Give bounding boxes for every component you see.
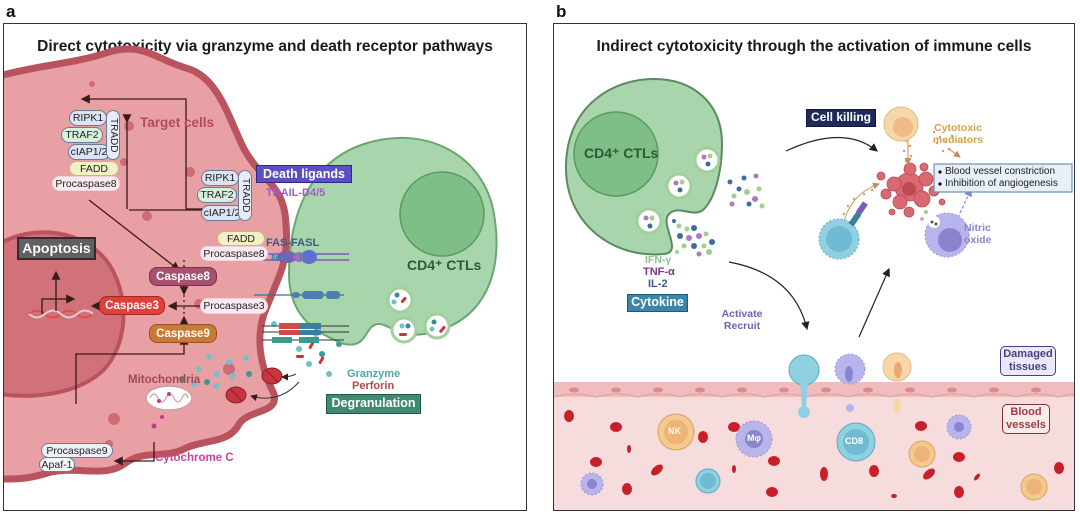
tnf-label: TNF-α [643,266,675,278]
target-cells-label: Target cells [140,115,215,130]
nk-label: NK [668,426,681,436]
endothelial-cells [569,387,1041,393]
cd8-cell-killing [818,201,868,260]
apoptosis-label: Apoptosis [17,237,96,260]
blood-text: Blood [1010,406,1042,418]
tradd-mid: TRADD [238,170,252,221]
panel-b-illustration [554,77,1074,510]
ripk1-top: RIPK1 [69,110,107,126]
fadd-top: FADD [69,161,119,176]
red-blood-cells [564,410,1064,498]
blood-vessel [554,382,1074,510]
cytotoxic-label: Cytotoxic [934,122,982,134]
perforin-pore-icon [225,367,283,404]
panel-b-letter: b [556,2,567,21]
cell-killing-label: Cell killing [806,109,876,127]
tissues-text: tissues [1009,361,1047,373]
cd4-ctls-label-b: CD4⁺ CTLs [584,145,659,161]
death-ligands-label: Death ligands [256,165,352,183]
traf2-top: TRAF2 [61,127,103,143]
blood-vessels-label: Blood vessels [1002,404,1050,434]
fas-fasl-icon [254,291,344,299]
fadd-mid: FADD [217,231,265,246]
cd4-ctls-label-a: CD4⁺ CTLs [407,257,482,273]
effects-box [933,163,1073,193]
trail-receptor-icon [254,250,349,264]
panel-b-title: Indirect cytotoxicity through the activa… [596,38,1032,55]
ciap-mid: cIAP1/2 [201,205,243,221]
mhc-ii-label: MHC II [271,252,306,264]
granule-vesicles [386,286,451,344]
cytokine-vesicles [635,146,721,235]
nk-cell-vessel [657,413,695,451]
extravasating-cd8 [788,354,820,418]
mhc-ii-icon [262,323,349,343]
tradd-top: TRADD [106,110,120,160]
effect-item-1: Inhibition of angiogenesis [945,178,1058,189]
macrophage-cell-killing [920,210,970,258]
caspase3-node: Caspase3 [99,296,165,315]
panel-a: Direct cytotoxicity via granzyme and dea… [3,23,527,511]
panel-a-letter: a [6,2,16,21]
vessels-text: vessels [1006,419,1046,431]
cd4-ctl-nucleus-b [573,111,659,197]
macrophage-label: Mφ [747,433,761,443]
activate-label: Activate [721,308,763,320]
extravasating-nk [882,352,912,414]
extravasating-macrophage [834,353,866,412]
cd4-ctl-nucleus [399,171,485,257]
nitric-label: Nitric [964,222,991,234]
mitochondria-label: Mitochondria [128,374,201,386]
caspase8-node: Caspase8 [149,267,217,286]
nucleus [4,230,126,398]
degranulation-label: Degranulation [326,394,421,414]
effect-item-0: Blood vessel constriction [945,166,1056,177]
procaspase8-mid: Procaspase8 [200,246,268,261]
trail-label: TRAIL-D4/5 [266,187,326,199]
apaf1-node: Apaf-1 [39,457,75,472]
cd8-label: CD8 [845,436,864,446]
cd8-cell-vessel [836,422,876,462]
ifn-label: IFN-γ [645,254,672,266]
traf2-mid: TRAF2 [197,187,237,203]
ripk1-mid: RIPK1 [201,170,239,186]
caspase9-node: Caspase9 [149,324,217,343]
procaspase3-node: Procaspase3 [200,298,268,314]
damaged-text: Damaged [1003,348,1053,360]
nk-cell-top [883,106,919,142]
endothelium [554,382,1074,397]
perforin-label: Perforin [352,380,395,392]
recruit-label: Recruit [723,320,761,332]
cytokine-particles [672,173,765,257]
macrophage-cell-vessel [735,420,773,458]
damaged-tissues-label: Damaged tissues [1000,346,1056,376]
cytokine-label: Cytokine [627,294,688,312]
procaspase9-node: Procaspase9 [41,443,113,458]
il2-label: IL-2 [648,278,668,290]
mediators-label: mediators [932,134,984,146]
fas-fasl-label: FAS-FASL [266,237,320,249]
cytochrome-c-label: Cytochrome C [155,452,234,464]
procaspase8-top: Procaspase8 [52,176,120,191]
mitochondria-icon [48,385,193,457]
ciap-top: cIAP1/2 [68,144,110,160]
granzyme-label: Granzyme [347,368,401,380]
oxide-label: oxide [964,234,992,246]
panel-b: Indirect cytotoxicity through the activa… [553,23,1075,511]
